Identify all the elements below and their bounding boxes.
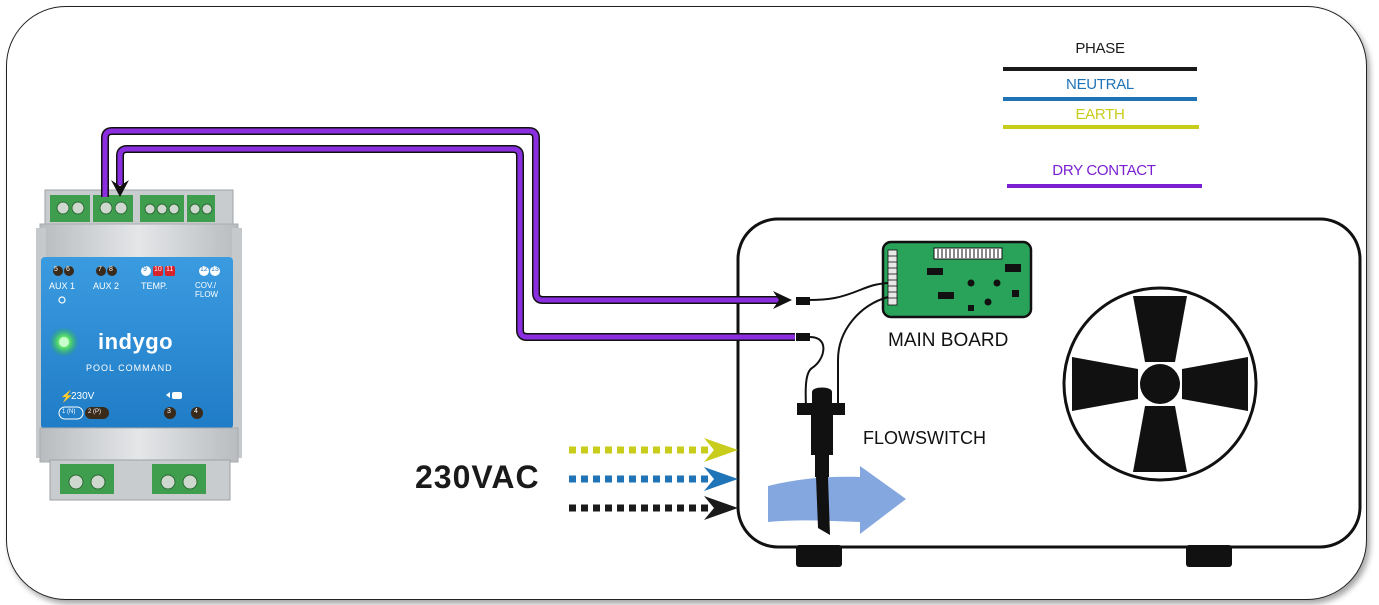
supply-earth-arrow [704, 438, 738, 462]
temp-label: TEMP. [141, 281, 168, 291]
terminal-8: 8 [109, 266, 113, 273]
supply-neutral-arrow [704, 467, 738, 491]
brand-logo: indygo [98, 329, 174, 354]
terminal-11: 11 [166, 266, 174, 273]
aux1-label: AUX 1 [49, 281, 76, 291]
supply-label: 230VAC [415, 459, 540, 495]
cov-flow-label-1: COV./ [195, 281, 217, 290]
legend-earth-label: EARTH [1075, 106, 1125, 123]
dry-contact-arrow-right [773, 291, 792, 309]
connector-bottom [796, 333, 810, 341]
terminal-12: 12 [200, 266, 208, 273]
module-subtitle: POOL COMMAND [86, 363, 173, 373]
cov-flow-label-2: FLOW [195, 290, 219, 299]
terminal-6: 6 [66, 266, 70, 273]
flowswitch-label: FLOWSWITCH [863, 428, 986, 448]
terminal-7: 7 [98, 266, 102, 273]
voltage-label: 230V [71, 391, 95, 402]
terminal-2: 2 (P) [88, 409, 102, 415]
supply-phase-arrow [704, 496, 738, 520]
water-flow-arrow [768, 466, 906, 534]
board-wire-flowswitch-right [837, 296, 889, 406]
terminal-5: 5 [54, 266, 58, 273]
dry-contact-wire-2 [117, 146, 795, 340]
connector-top [796, 297, 810, 305]
legend-phase-label: PHASE [1075, 40, 1125, 57]
main-board [881, 240, 1033, 319]
lightning-icon: ⚡ [60, 391, 74, 403]
main-board-label: MAIN BOARD [888, 330, 1009, 351]
terminal-10: 10 [154, 266, 162, 273]
terminal-1: 1 (N) [62, 409, 76, 415]
dry-contact-wire-1 [102, 128, 782, 303]
board-wire-top [807, 282, 889, 301]
terminal-4: 4 [194, 408, 198, 415]
aux2-label: AUX 2 [93, 281, 120, 291]
terminal-13: 13 [211, 266, 219, 273]
board-wire-flowswitch-left [804, 336, 825, 407]
flowswitch [797, 387, 845, 535]
legend-neutral-label: NEUTRAL [1066, 76, 1134, 93]
pool-command-module [36, 189, 242, 501]
fan-icon [1062, 286, 1258, 482]
terminal-9: 9 [143, 266, 147, 273]
legend-dry-contact-label: DRY CONTACT [1052, 162, 1156, 179]
dry-contact-arrow-down [111, 180, 129, 197]
terminal-3: 3 [167, 408, 171, 415]
